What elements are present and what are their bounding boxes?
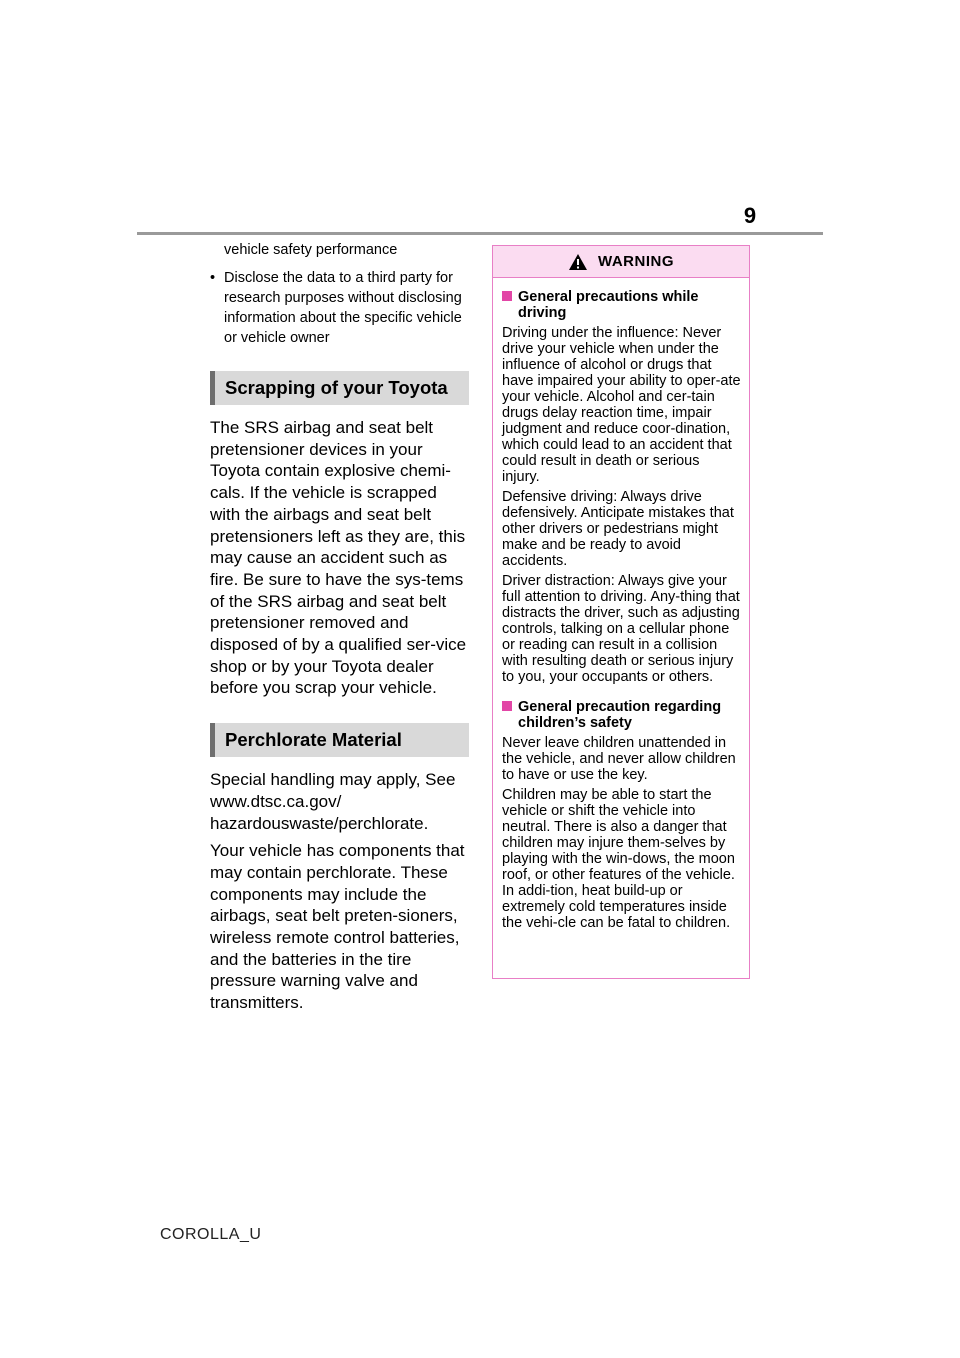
warning-paragraph: Driving under the influence: Never drive… bbox=[502, 325, 741, 485]
square-bullet-icon bbox=[502, 701, 512, 711]
perchlorate-paragraph-2: Your vehicle has components that may con… bbox=[210, 841, 465, 1013]
left-column: vehicle safety performance • Disclose th… bbox=[210, 240, 470, 1014]
square-bullet-icon bbox=[502, 291, 512, 301]
warning-heading-text: General precautions while driving bbox=[518, 289, 699, 321]
warning-paragraph: Driver distraction: Always give your ful… bbox=[502, 573, 740, 685]
warning-title: WARNING bbox=[598, 253, 674, 270]
warning-heading-driving: General precautions while driving bbox=[502, 289, 741, 321]
bullet-text: Disclose the data to a third party for r… bbox=[224, 270, 462, 346]
intro-continuation: vehicle safety performance bbox=[224, 242, 398, 258]
warning-box: WARNING General precautions while drivin… bbox=[492, 245, 750, 979]
warning-paragraph: Never leave children unattended in the v… bbox=[502, 735, 736, 783]
warning-heading-text: General precaution regarding children’s … bbox=[518, 699, 722, 731]
warning-heading-children: General precaution regarding children’s … bbox=[502, 699, 741, 731]
header-rule bbox=[137, 232, 823, 235]
bullet-item: • Disclose the data to a third party for… bbox=[210, 268, 470, 348]
scrapping-body: The SRS airbag and seat belt pretensione… bbox=[210, 418, 467, 698]
section-heading-scrapping: Scrapping of your Toyota bbox=[210, 371, 469, 405]
footer-model-label: COROLLA_U bbox=[160, 1226, 262, 1243]
section-heading-perchlorate: Perchlorate Material bbox=[210, 723, 469, 758]
bullet-dot: • bbox=[210, 270, 216, 286]
warning-paragraph: Defensive driving: Always drive defensiv… bbox=[502, 489, 734, 569]
perchlorate-paragraph-1: Special handling may apply, See www.dtsc… bbox=[210, 770, 456, 833]
warning-content: General precautions while driving Drivin… bbox=[493, 278, 749, 931]
page-number: 9 bbox=[743, 203, 757, 228]
warning-header: WARNING bbox=[493, 246, 749, 278]
warning-triangle-icon bbox=[569, 253, 587, 270]
warning-paragraph: Children may be able to start the vehicl… bbox=[502, 787, 735, 931]
